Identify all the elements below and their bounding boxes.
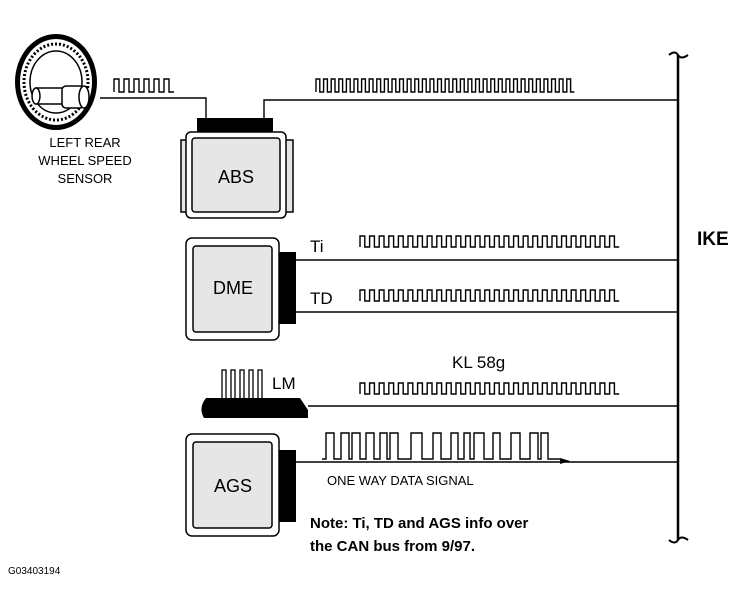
wheel-speed-sensor-icon [15,34,97,130]
ags-label: AGS [214,476,252,496]
kl58g-pulse-train [359,382,620,395]
sensor-label-line-1: LEFT REAR [49,135,120,150]
sensor-label-line-2: WHEEL SPEED [38,153,131,168]
lm-module [201,369,308,418]
abs-module [180,118,294,219]
ags-pulse-train [322,432,560,460]
sensor-pulse-train [113,78,174,93]
td-pulse-train [359,289,620,302]
ike-bracket [668,51,689,544]
ike-label: IKE [697,229,729,250]
figure-id: G03403194 [8,566,61,577]
abs-label: ABS [218,167,254,187]
sensor-wire [100,97,207,118]
ags-arrowhead [560,458,570,464]
td-label: TD [310,289,333,308]
note-line-2: the CAN bus from 9/97. [310,538,475,555]
ti-label: Ti [310,237,324,256]
abs-output-line [263,99,678,118]
dme-label: DME [213,278,253,298]
abs-pulse-train [315,78,575,93]
lm-label: LM [272,374,296,393]
dme-module [185,237,296,341]
ti-pulse-train [359,235,620,248]
ags-module [185,433,296,537]
sensor-label-line-3: SENSOR [58,171,113,186]
note-line-1: Note: Ti, TD and AGS info over [310,515,529,532]
kl58g-label: KL 58g [452,353,505,372]
one-way-label: ONE WAY DATA SIGNAL [327,473,474,488]
